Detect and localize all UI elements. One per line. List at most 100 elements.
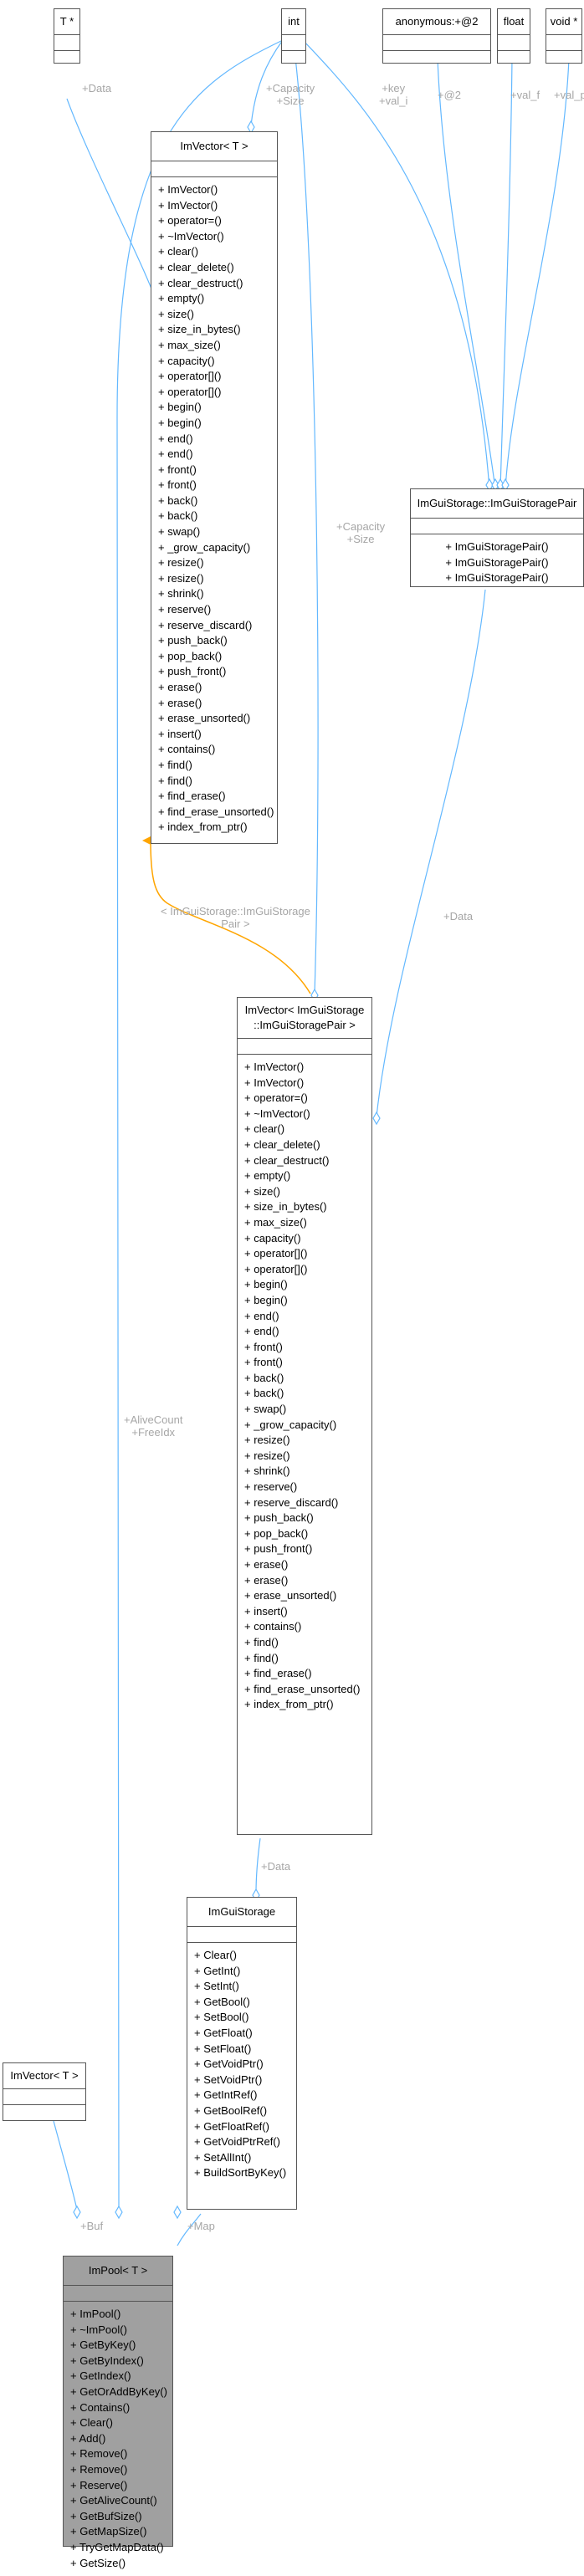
method-item[interactable]: + pop_back(): [244, 1526, 309, 1540]
method-item[interactable]: + GetVoidPtrRef(): [194, 2135, 280, 2149]
method-item[interactable]: + pop_back(): [158, 649, 223, 662]
method-item[interactable]: + operator[](): [244, 1247, 308, 1260]
method-item[interactable]: + GetBufSize(): [70, 2509, 142, 2522]
method-item[interactable]: + size_in_bytes(): [158, 323, 241, 336]
method-item[interactable]: + ImGuiStoragePair(): [445, 571, 549, 585]
method-item[interactable]: + end(): [244, 1309, 279, 1322]
method-item[interactable]: + erase_unsorted(): [158, 712, 251, 725]
node-anonymous[interactable]: anonymous:+@2: [382, 8, 491, 64]
method-item[interactable]: + GetInt(): [194, 1964, 241, 1977]
node-void-pointer[interactable]: void *: [546, 8, 582, 64]
method-item[interactable]: + GetByKey(): [70, 2338, 136, 2352]
node-imvector-t[interactable]: ImVector< T > + ImVector()+ ImVector()+ …: [151, 131, 278, 844]
method-item[interactable]: + GetByIndex(): [70, 2354, 144, 2367]
method-item[interactable]: + BuildSortByKey(): [194, 2166, 287, 2180]
method-item[interactable]: + find(): [158, 774, 192, 787]
method-item[interactable]: + front(): [158, 478, 197, 492]
method-item[interactable]: + ImVector(): [244, 1076, 305, 1089]
method-item[interactable]: + GetIntRef(): [194, 2088, 258, 2102]
method-item[interactable]: + shrink(): [244, 1464, 290, 1478]
method-item[interactable]: + shrink(): [158, 587, 204, 601]
method-item[interactable]: + GetBoolRef(): [194, 2103, 268, 2117]
method-item[interactable]: + ImGuiStoragePair(): [445, 540, 549, 553]
method-item[interactable]: + find_erase_unsorted(): [244, 1682, 361, 1695]
method-item[interactable]: + erase(): [158, 681, 202, 693]
node-imguistorage[interactable]: ImGuiStorage + Clear()+ GetInt()+ SetInt…: [187, 1897, 297, 2210]
method-item[interactable]: + back(): [244, 1387, 284, 1400]
method-item[interactable]: + empty(): [158, 292, 205, 305]
method-item[interactable]: + Remove(): [70, 2462, 128, 2476]
method-item[interactable]: + push_front(): [158, 665, 227, 678]
node-imguistorage-pair[interactable]: ImGuiStorage::ImGuiStoragePair + ImGuiSt…: [410, 488, 584, 587]
method-item[interactable]: + operator[](): [158, 385, 222, 398]
node-imvector-storagepair[interactable]: ImVector< ImGuiStorage ::ImGuiStoragePai…: [237, 997, 372, 1835]
method-item[interactable]: + swap(): [244, 1403, 287, 1416]
method-item[interactable]: + ~ImPool(): [70, 2323, 127, 2336]
method-item[interactable]: + back(): [244, 1371, 284, 1384]
method-item[interactable]: + resize(): [244, 1434, 290, 1447]
method-item[interactable]: + GetOrAddByKey(): [70, 2384, 167, 2398]
method-item[interactable]: + begin(): [244, 1278, 288, 1291]
method-item[interactable]: + ImVector(): [244, 1061, 305, 1073]
method-item[interactable]: + Contains(): [70, 2400, 131, 2414]
method-item[interactable]: + find_erase(): [158, 790, 226, 803]
method-item[interactable]: + clear_destruct(): [158, 276, 243, 289]
method-item[interactable]: + contains(): [158, 743, 216, 756]
method-item[interactable]: + ~ImVector(): [244, 1107, 310, 1120]
method-item[interactable]: + reserve_discard(): [244, 1495, 339, 1509]
method-item[interactable]: + capacity(): [158, 354, 215, 367]
method-item[interactable]: + contains(): [244, 1620, 302, 1633]
method-item[interactable]: + Clear(): [194, 1949, 237, 1961]
method-item[interactable]: + front(): [158, 463, 197, 476]
method-item[interactable]: + clear(): [158, 245, 199, 258]
method-item[interactable]: + end(): [158, 447, 193, 461]
method-item[interactable]: + size(): [244, 1184, 280, 1198]
method-item[interactable]: + Add(): [70, 2431, 106, 2445]
method-item[interactable]: + clear_delete(): [158, 260, 234, 273]
method-item[interactable]: + swap(): [158, 525, 201, 539]
method-item[interactable]: + find(): [158, 758, 192, 771]
method-item[interactable]: + operator=(): [158, 214, 222, 227]
method-item[interactable]: + size_in_bytes(): [244, 1200, 327, 1214]
method-item[interactable]: + erase(): [158, 696, 202, 709]
method-item[interactable]: + begin(): [158, 416, 202, 429]
method-item[interactable]: + clear(): [244, 1122, 285, 1136]
method-item[interactable]: + begin(): [158, 401, 202, 414]
method-item[interactable]: + _grow_capacity(): [244, 1418, 337, 1431]
method-item[interactable]: + back(): [158, 509, 198, 523]
method-item[interactable]: + max_size(): [158, 338, 221, 351]
method-item[interactable]: + push_back(): [244, 1511, 314, 1525]
method-item[interactable]: + Remove(): [70, 2447, 128, 2461]
method-item[interactable]: + push_back(): [158, 634, 228, 647]
method-item[interactable]: + erase(): [244, 1558, 289, 1571]
method-item[interactable]: + ~ImVector(): [158, 229, 224, 243]
method-item[interactable]: + push_front(): [244, 1542, 313, 1556]
method-item[interactable]: + erase(): [244, 1573, 289, 1587]
method-item[interactable]: + index_from_ptr(): [244, 1698, 334, 1711]
method-item[interactable]: + SetFloat(): [194, 2042, 252, 2055]
method-item[interactable]: + clear_delete(): [244, 1137, 320, 1151]
method-item[interactable]: + ImVector(): [158, 198, 218, 212]
node-float[interactable]: float: [497, 8, 530, 64]
method-item[interactable]: + insert(): [158, 727, 202, 740]
method-item[interactable]: + reserve(): [244, 1480, 298, 1494]
method-item[interactable]: + reserve_discard(): [158, 618, 253, 631]
method-item[interactable]: + operator[](): [244, 1262, 308, 1275]
method-item[interactable]: + resize(): [244, 1449, 290, 1462]
method-item[interactable]: + GetAliveCount(): [70, 2494, 157, 2507]
method-item[interactable]: + Reserve(): [70, 2478, 128, 2492]
method-item[interactable]: + capacity(): [244, 1231, 301, 1245]
method-item[interactable]: + front(): [244, 1356, 283, 1369]
method-item[interactable]: + insert(): [244, 1604, 288, 1618]
method-item[interactable]: + find_erase(): [244, 1667, 312, 1680]
method-item[interactable]: + find(): [244, 1635, 279, 1648]
method-item[interactable]: + Clear(): [70, 2416, 113, 2430]
method-item[interactable]: + empty(): [244, 1169, 291, 1183]
method-item[interactable]: + resize(): [158, 571, 204, 585]
method-item[interactable]: + SetInt(): [194, 1980, 239, 1993]
method-item[interactable]: + GetFloat(): [194, 2026, 253, 2039]
method-item[interactable]: + ImVector(): [158, 183, 218, 196]
method-item[interactable]: + operator=(): [244, 1091, 308, 1105]
method-item[interactable]: + ImPool(): [70, 2308, 121, 2320]
method-item[interactable]: + _grow_capacity(): [158, 540, 251, 554]
